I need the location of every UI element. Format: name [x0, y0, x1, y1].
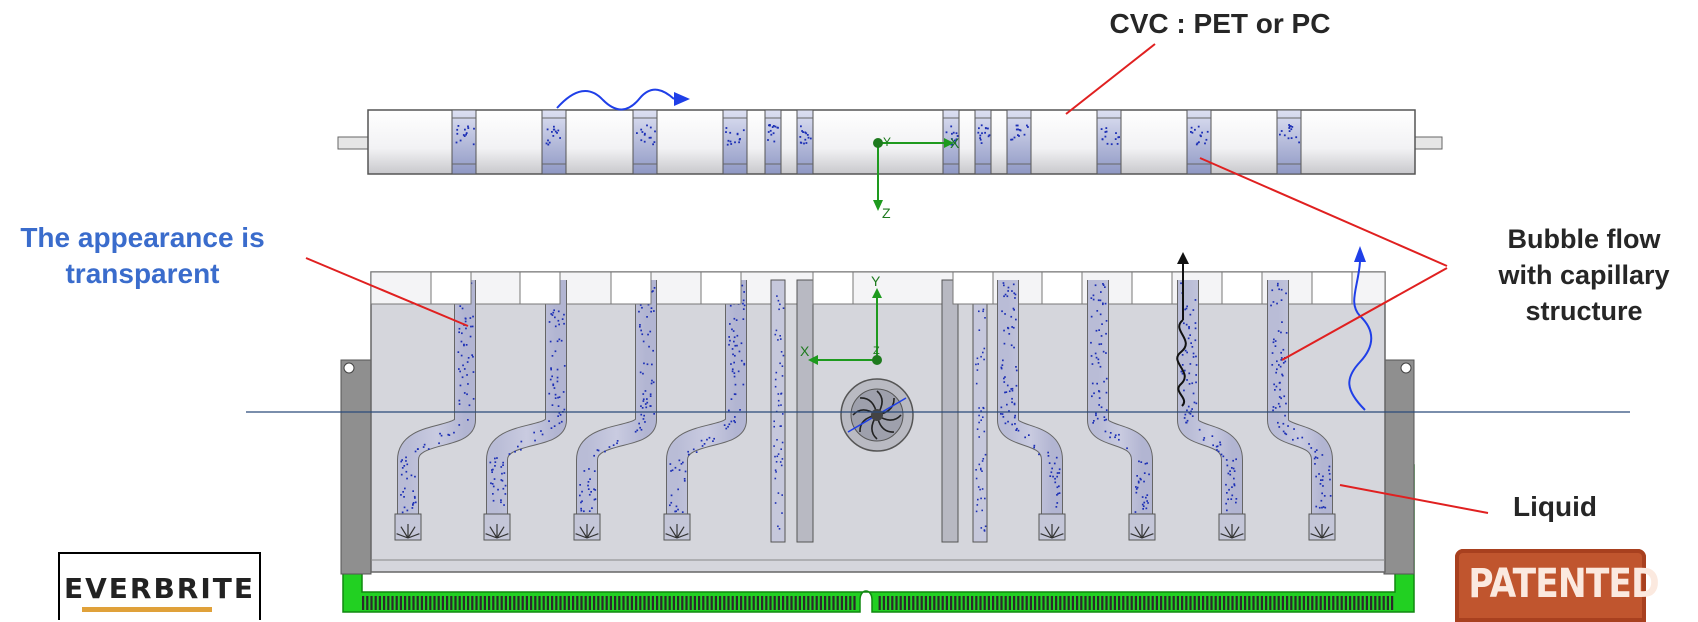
top-capillary-window [1006, 109, 1032, 175]
top-axis-triad: X Y Z [873, 135, 960, 221]
top-tab [1131, 271, 1173, 305]
top-capillary-window [1186, 109, 1212, 175]
top-capillary-window [541, 109, 567, 175]
bubble-flow-label-line-3: structure [1525, 296, 1643, 326]
top-tab [1041, 271, 1083, 305]
top-capillary-window [722, 109, 748, 175]
cvc-material-label: CVC : PET or PC [1109, 8, 1331, 39]
top-capillary-window [974, 109, 992, 175]
leader-transparent [305, 257, 469, 327]
transparent-label-line-2: transparent [65, 258, 220, 289]
front-capillary-channels [394, 271, 1353, 543]
transparent-label: The appearance is transparent [0, 220, 285, 292]
liquid-label: Liquid [1513, 491, 1597, 522]
straight-slot [770, 279, 786, 543]
right-side-frame [1383, 359, 1415, 575]
top-capillary-window [764, 109, 782, 175]
top-tab [812, 271, 854, 305]
capillary-channel [1177, 280, 1246, 541]
capillary-channel [997, 280, 1066, 541]
straight-slot [941, 279, 959, 543]
top-tab [519, 271, 561, 305]
patented-stamp: PATENTED [1455, 549, 1660, 622]
top-tab [700, 271, 742, 305]
capillary-channel [1087, 280, 1156, 541]
left-side-frame [340, 359, 372, 575]
top-view-left-pin [337, 136, 371, 150]
leader-liquid [1339, 484, 1489, 514]
front-view-module [340, 271, 1415, 613]
top-tab [610, 271, 652, 305]
top-capillary-window [796, 109, 814, 175]
straight-slot [972, 279, 988, 543]
bubble-flow-label-line-1: Bubble flow [1507, 224, 1661, 254]
heat-arrow-black [1176, 252, 1189, 407]
bubble-arrow-blue [1348, 246, 1373, 411]
top-axis-y-label: Y [883, 135, 891, 149]
bubble-flow-label: Bubble flow with capillary structure [1470, 221, 1698, 329]
top-tab [430, 271, 472, 305]
top-tab [1311, 271, 1353, 305]
leader-bubble-front [1281, 267, 1448, 361]
bubble-flow-label-line-2: with capillary [1498, 260, 1670, 290]
leader-bubble-top [1199, 157, 1448, 267]
top-view-module [337, 109, 1443, 175]
everbrite-logo-underline [82, 607, 212, 612]
everbrite-logo: EVERBRITE [58, 552, 261, 620]
top-view-capillary-windows [451, 109, 1302, 175]
top-capillary-window [1096, 109, 1122, 175]
transparent-label-line-1: The appearance is [20, 222, 265, 253]
pcb-gold-fingers [362, 596, 1394, 610]
top-tab [952, 271, 994, 305]
leader-lines [305, 43, 1489, 514]
top-flow-arrow [556, 88, 690, 111]
capillary-channel [663, 280, 747, 541]
top-tab [1221, 271, 1263, 305]
capillary-channel [573, 280, 657, 541]
center-fan [840, 378, 914, 452]
leader-cvc [1065, 43, 1156, 115]
top-axis-z-label: Z [882, 205, 891, 221]
top-axis-x-label: X [950, 135, 960, 151]
front-axis-z-label: Z [873, 345, 880, 357]
front-axis-x-label: X [800, 343, 810, 359]
everbrite-logo-text: EVERBRITE [63, 572, 256, 605]
patented-stamp-text: PATENTED [1468, 561, 1659, 607]
top-capillary-window [451, 109, 477, 175]
front-axis-triad: Y X Z [800, 273, 882, 365]
capillary-channel [483, 280, 567, 541]
capillary-channel [394, 280, 476, 541]
top-capillary-window [1276, 109, 1302, 175]
straight-slot [796, 279, 814, 543]
front-axis-y-label: Y [871, 273, 881, 289]
capillary-channel [1267, 280, 1336, 541]
top-capillary-window [632, 109, 658, 175]
